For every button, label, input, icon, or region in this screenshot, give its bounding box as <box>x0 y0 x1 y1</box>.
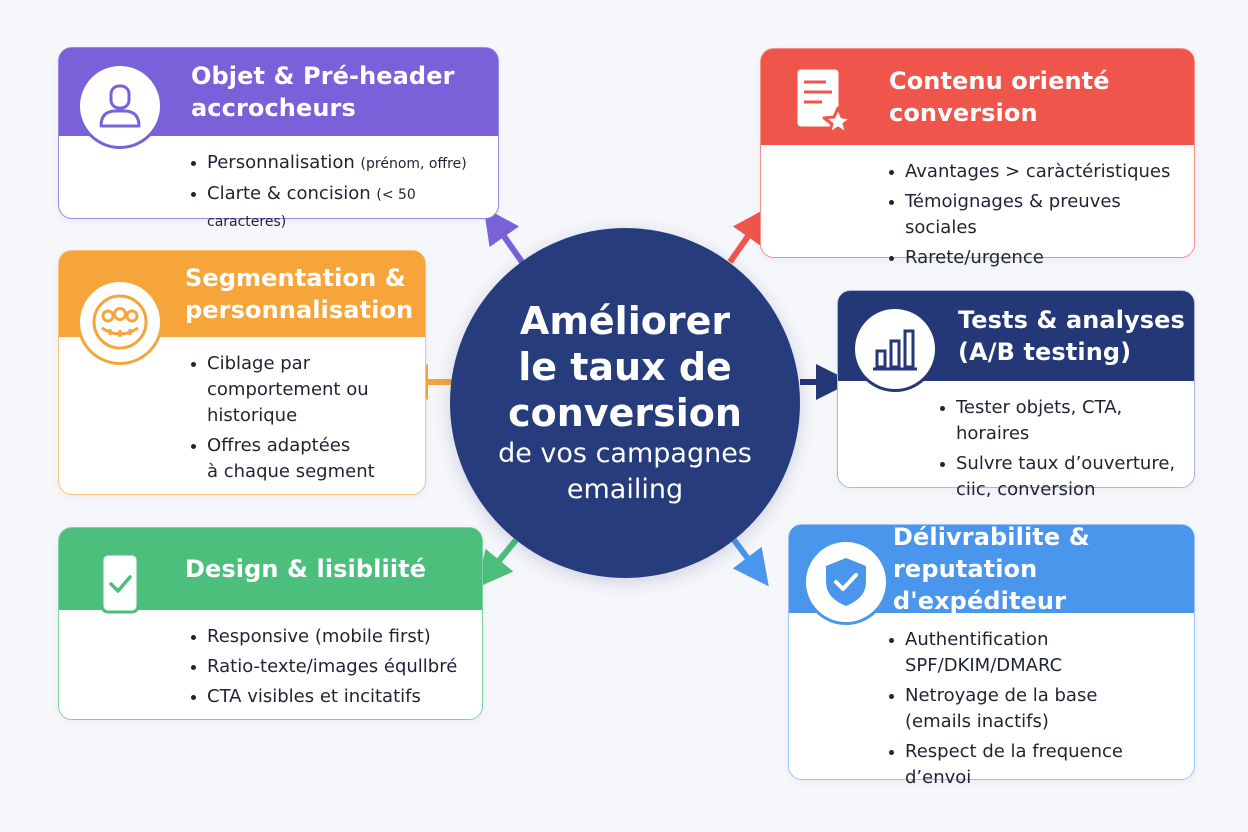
list-item: Ratio-texte/images équllbré <box>191 654 482 680</box>
card-content: Contenu orienté conversion Avantages > c… <box>760 48 1195 268</box>
list-item: Clarte & concision (< 50 caracteres) <box>191 181 498 235</box>
card-segmentation-title: Segmentation & personnalisation <box>185 264 414 324</box>
group-icon <box>77 279 163 365</box>
card-content-title: Contenu orienté conversion <box>889 67 1110 127</box>
list-item: Personnalisation (prénom, offre) <box>191 150 498 177</box>
card-subject-title: Objet & Pré-header accrocheurs <box>191 62 455 122</box>
arrow-to-content <box>727 207 769 264</box>
card-tests-list: Tester objets, CTA, horaires Sulvre taux… <box>838 381 1194 503</box>
list-item: Témoignages & preuves sociales <box>889 189 1194 241</box>
list-item: Tester objets, CTA, horaires <box>940 395 1194 447</box>
card-segmentation: Segmentation & personnalisation Ciblage … <box>58 250 426 495</box>
card-deliverability-list: Authentification SPF/DKIM/DMARC Netroyag… <box>789 613 1194 791</box>
center-line-5: emailing <box>566 474 684 505</box>
arrow-to-subject <box>483 207 525 264</box>
card-tests-title: Tests & analyses (A/B testing) <box>958 306 1185 366</box>
document-star-icon <box>781 59 867 145</box>
card-design-list: Responsive (mobile first) Ratio-texte/im… <box>59 610 482 710</box>
card-tests: Tests & analyses (A/B testing) Tester ob… <box>837 290 1195 500</box>
list-item: Netroyage de la base (emails inactifs) <box>889 683 1194 735</box>
list-item: Responsive (mobile first) <box>191 624 482 650</box>
bar-chart-icon <box>852 306 938 392</box>
central-goal-circle: Améliorer le taux de conversion de vos c… <box>450 228 800 578</box>
center-line-1: Améliorer <box>519 299 731 343</box>
card-deliverability: Délivrabilite & reputation d'expéditeur … <box>788 523 1195 788</box>
arrow-to-deliverability <box>731 538 769 587</box>
shield-check-icon <box>803 539 889 625</box>
list-item: Sulvre taux d’ouverture, ciic, conversio… <box>940 451 1194 503</box>
list-item: Authentification SPF/DKIM/DMARC <box>889 627 1194 679</box>
arrow-to-design <box>476 538 519 588</box>
user-icon <box>77 63 163 149</box>
card-design: Design & lisibliité Responsive (mobile f… <box>58 527 483 720</box>
center-line-4: de vos campagnes <box>498 438 752 469</box>
list-item: Rarete/urgence <box>889 245 1194 271</box>
card-subject-list: Personnalisation (prénom, offre) Clarte … <box>59 136 498 235</box>
list-item: Respect de la frequence d’envoi <box>889 739 1194 791</box>
list-item: Avantages > caràctéristiques <box>889 159 1194 185</box>
card-content-list: Avantages > caràctéristiques Témoignages… <box>761 145 1194 271</box>
card-segmentation-list: Ciblage par comportement ou historique O… <box>59 337 425 485</box>
list-item: Offres adaptées à chaque segment <box>191 433 425 485</box>
center-line-3: conversion <box>508 391 742 435</box>
card-deliverability-title: Délivrabilite & reputation d'expéditeur <box>893 523 1090 615</box>
list-item: CTA visibles et incitatifs <box>191 684 482 710</box>
card-design-title: Design & lisibliité <box>185 555 427 583</box>
list-item: Ciblage par comportement ou historique <box>191 351 425 429</box>
card-subject-preheader: Objet & Pré-header accrocheurs Personnal… <box>58 47 499 230</box>
center-line-2: le taux de <box>518 345 732 389</box>
mobile-check-icon <box>77 540 163 626</box>
